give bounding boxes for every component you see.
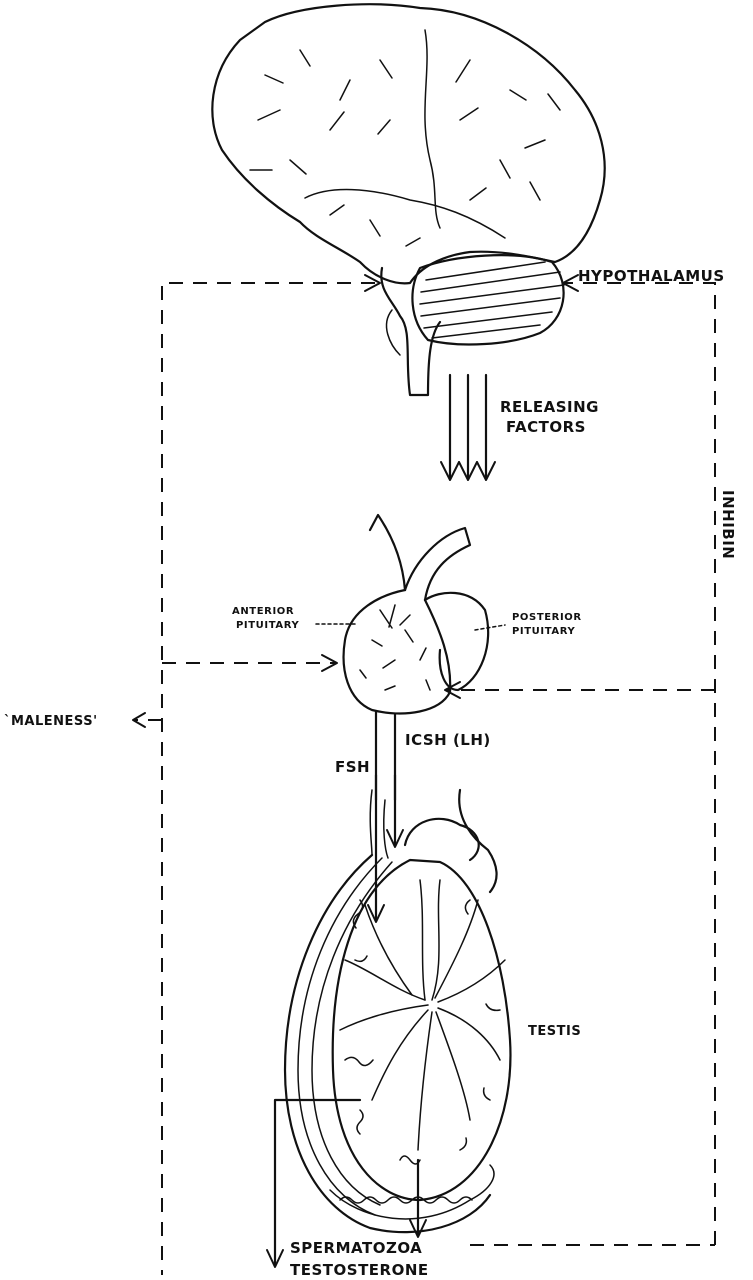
- icsh-label: ICSH (LH): [405, 731, 491, 749]
- feedback-loop-lines: [133, 275, 715, 1275]
- spermatozoa-label: SPERMATOZOA: [290, 1239, 422, 1257]
- anterior-pituitary-label-1: ANTERIOR: [232, 606, 294, 617]
- anterior-pituitary-label-2: PITUITARY: [236, 620, 299, 631]
- releasing-factors-label-1: RELEASING: [500, 398, 599, 416]
- brain-drawing: [212, 4, 604, 395]
- maleness-label: `MALENESS': [4, 714, 98, 729]
- hypothalamus-label: HYPOTHALAMUS: [578, 267, 725, 285]
- releasing-factors-label-2: FACTORS: [506, 418, 586, 436]
- label-leaders: [316, 624, 505, 630]
- testosterone-label: TESTOSTERONE: [290, 1261, 429, 1275]
- testis-label: TESTIS: [528, 1024, 581, 1039]
- releasing-factor-arrows: [441, 375, 495, 480]
- inhibin-label: INHIBIN: [719, 490, 737, 559]
- fsh-label: FSH: [335, 758, 370, 776]
- posterior-pituitary-label-1: POSTERIOR: [512, 612, 582, 623]
- testis-drawing: [285, 790, 510, 1232]
- posterior-pituitary-label-2: PITUITARY: [512, 626, 575, 637]
